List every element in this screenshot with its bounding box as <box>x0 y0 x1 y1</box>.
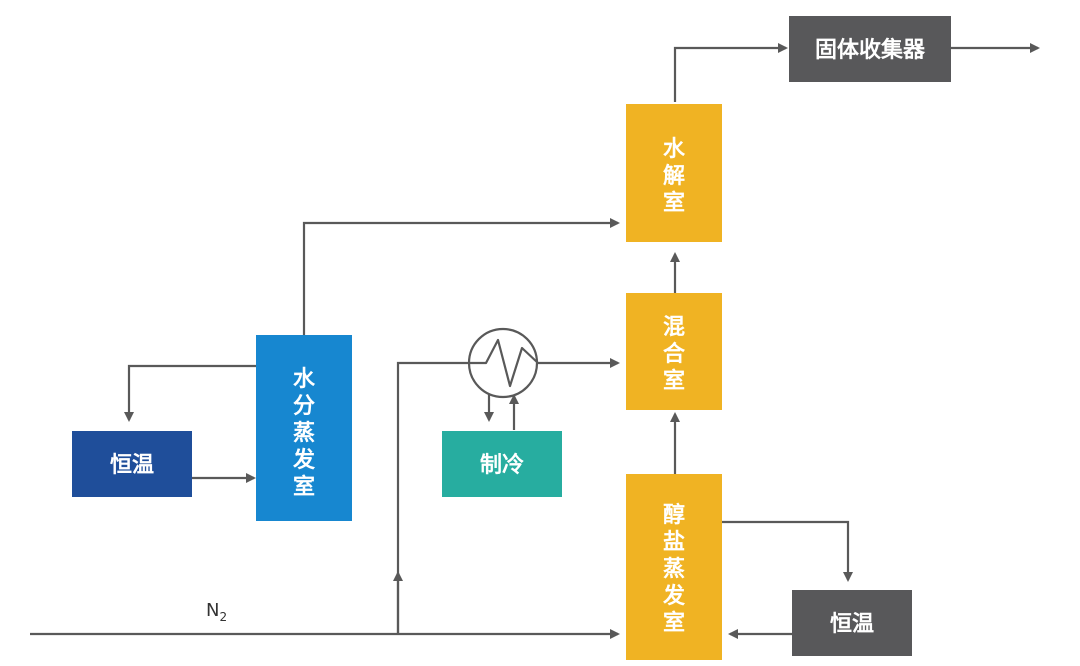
vertical-char: 室 <box>663 610 685 636</box>
water-evaporator-label: 水分蒸发室 <box>292 367 316 500</box>
vertical-char: 混 <box>663 315 685 340</box>
mixing-label: 混合室 <box>663 315 686 394</box>
line-salt-evap-to-thermostat <box>722 520 853 582</box>
vertical-char: 解 <box>663 163 685 189</box>
vertical-char: 室 <box>663 190 685 216</box>
n2-main-text: N <box>206 600 219 621</box>
line-hydrolysis-to-collector <box>673 43 788 102</box>
vertical-char: 蒸 <box>663 557 685 582</box>
vertical-char: 室 <box>663 368 685 394</box>
n2-subscript: 2 <box>219 610 227 624</box>
box-mixing <box>626 293 722 410</box>
vertical-char: 发 <box>292 447 316 473</box>
box-hydrolysis <box>626 104 722 242</box>
thermostat-right-label: 恒温 <box>830 611 874 637</box>
heat-exchanger-icon <box>467 327 539 399</box>
line-water-evap-to-hydrolysis <box>302 218 620 335</box>
box-thermostat-right <box>792 590 912 656</box>
box-thermostat-left <box>72 431 192 497</box>
vertical-char: 蒸 <box>293 421 315 446</box>
box-water-evaporator <box>256 335 352 521</box>
hydrolysis-label: 水解室 <box>663 137 686 216</box>
vertical-char: 盐 <box>663 530 685 555</box>
box-salt-evaporator <box>626 474 722 660</box>
vertical-char: 水 <box>663 137 686 162</box>
vertical-char: 醇 <box>663 502 685 528</box>
vertical-char: 合 <box>663 341 686 367</box>
n2-label: N2 <box>206 600 227 624</box>
vertical-char: 水 <box>293 367 316 392</box>
line-n2-branch-up <box>396 361 470 634</box>
vertical-char: 发 <box>662 583 686 609</box>
vertical-char: 室 <box>293 474 315 500</box>
line-water-evap-to-thermostat <box>124 364 256 422</box>
cooling-label: 制冷 <box>480 452 524 478</box>
box-solid-collector <box>789 16 951 82</box>
thermostat-left-label: 恒温 <box>110 452 154 478</box>
box-cooling <box>442 431 562 497</box>
vertical-char: 分 <box>293 394 315 419</box>
salt-evaporator-label: 醇盐蒸发室 <box>662 502 686 636</box>
solid-collector-label: 固体收集器 <box>815 37 926 63</box>
